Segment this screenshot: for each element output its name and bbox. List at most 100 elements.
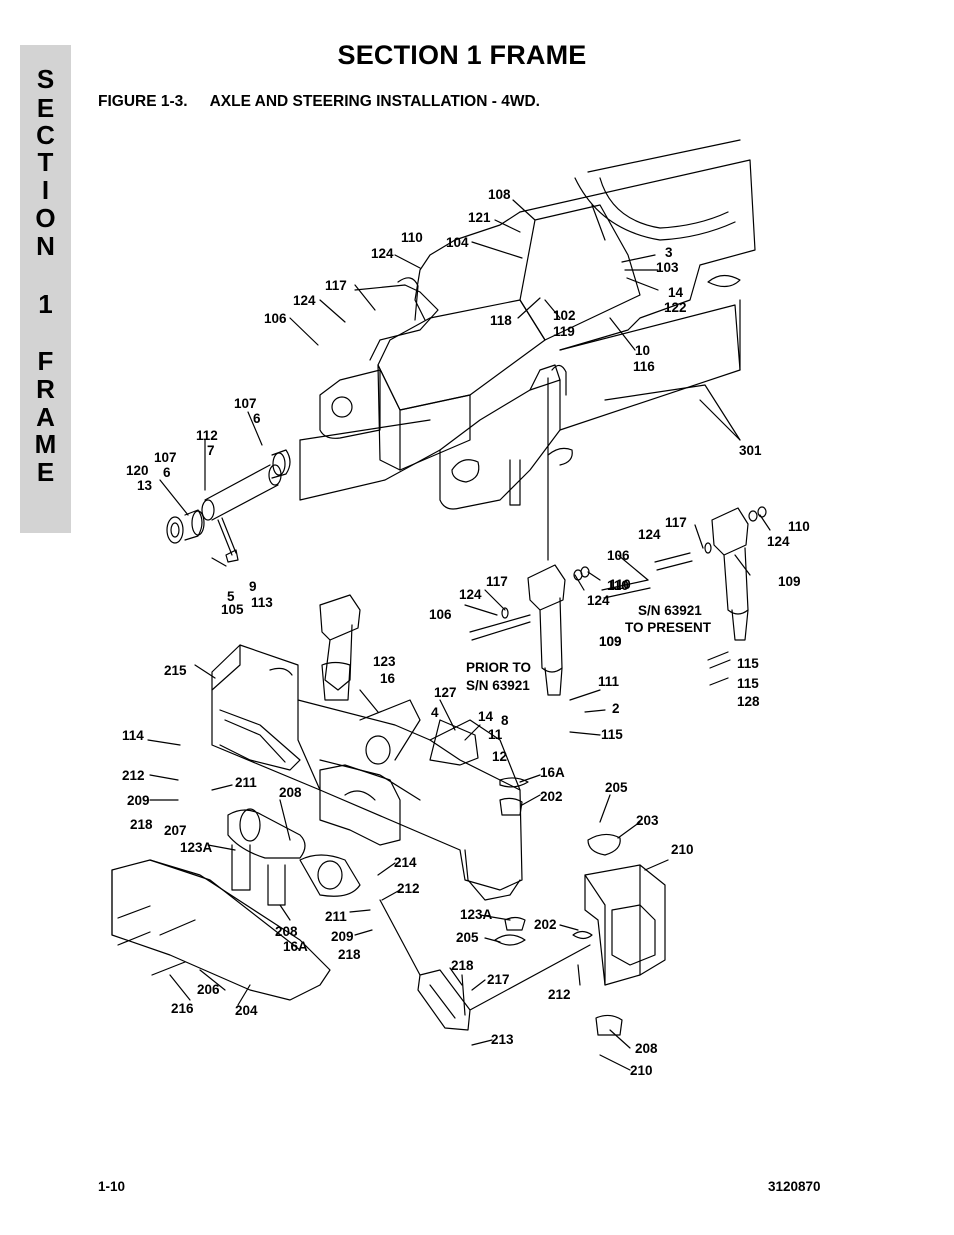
part-callout-label: 210 [671, 842, 694, 857]
part-callout-label: 11 [488, 727, 503, 742]
part-callout-label: 208 [275, 924, 298, 939]
side-tab-letter: S [36, 64, 55, 94]
axle-pivot-pins [166, 449, 291, 567]
part-callout-label: 123 [373, 654, 396, 669]
part-callout-label: 14 [668, 285, 684, 300]
part-callout-label: 202 [540, 789, 563, 804]
part-callout-label: 16A [283, 939, 308, 954]
part-callout-label: 6 [253, 411, 261, 426]
side-tab-letter: I [41, 175, 50, 205]
part-callout-label: 12 [492, 749, 507, 764]
part-callout-label: 111 [598, 674, 620, 689]
side-tab-letter: R [36, 374, 55, 404]
part-callout-label: 109 [778, 574, 801, 589]
part-callout-label: 122 [664, 300, 687, 315]
drive-guard [111, 859, 331, 1001]
part-callout-label: 215 [164, 663, 187, 678]
part-callout-label: 119 [553, 324, 575, 339]
part-callout-label: 110 [609, 577, 631, 592]
part-callout-label: 116 [633, 359, 655, 374]
part-callout-label: PRIOR TO [466, 660, 531, 675]
part-callout-label: 107 [154, 450, 177, 465]
figure-caption: AXLE AND STEERING INSTALLATION - 4WD. [209, 93, 540, 110]
side-tab-letter: 1 [38, 289, 53, 319]
document-number: 3120870 [768, 1179, 821, 1194]
part-callout-label: 120 [126, 463, 149, 478]
part-callout-label: 2 [612, 701, 620, 716]
leader-lines [147, 199, 771, 1071]
part-callout-label: 110 [607, 578, 629, 593]
part-callout-label: 106 [264, 311, 287, 326]
part-callout-label: 121 [468, 210, 491, 225]
page-title: SECTION 1 FRAME [337, 40, 587, 70]
part-callout-label: 113 [251, 595, 273, 610]
steering-cylinder-center [469, 564, 651, 696]
part-callout-label: 106 [429, 607, 452, 622]
page-number: 1-10 [98, 1179, 126, 1194]
part-callout-label: 212 [122, 768, 145, 783]
side-tab-letter: E [36, 457, 55, 487]
part-callout-label: 209 [127, 793, 150, 808]
part-callout-label: 109 [599, 634, 622, 649]
part-callout-label: 4 [431, 705, 439, 720]
part-callout-label: 301 [739, 443, 762, 458]
part-callout-label: 205 [605, 780, 628, 795]
side-tab-letter: A [36, 402, 55, 432]
part-callout-label: 10 [635, 343, 650, 358]
part-callout-label: 13 [137, 478, 153, 493]
part-callout-label: 203 [0, 0, 23, 3]
part-callout-label: 115 [601, 727, 623, 742]
part-callout-label: 118 [490, 313, 512, 328]
part-callout-label: 204 [235, 1003, 258, 1018]
part-callout-label: 203 [636, 813, 659, 828]
part-callout-label: 102 [553, 308, 576, 323]
part-callout-label: 103 [656, 260, 679, 275]
part-callout-label: 205 [456, 930, 479, 945]
figure-title: FIGURE 1-3. AXLE AND STEERING INSTALLATIO… [98, 93, 540, 111]
part-callout-label: 124 [459, 587, 482, 602]
part-callout-label: 117 [325, 278, 347, 293]
part-callout-label: 211 [235, 775, 257, 790]
side-tab-letter: T [37, 147, 54, 177]
part-callout-label: 112 [196, 428, 218, 443]
part-callout-label: 104 [446, 235, 469, 250]
steering-cylinder-right [654, 506, 767, 686]
part-callout-label: 105 [221, 602, 244, 617]
part-callout-label: 107 [234, 396, 257, 411]
part-callout-label: 117 [665, 515, 687, 530]
part-callout-label: 209 [331, 929, 354, 944]
part-callout-label: 6 [163, 465, 171, 480]
part-callout-label: 8 [501, 713, 509, 728]
part-callout-label: 9 [249, 579, 257, 594]
part-callout-label: 218 [451, 958, 474, 973]
part-callout-label: 16 [380, 671, 396, 686]
part-callout-label: 124 [638, 527, 661, 542]
side-tab-letter: N [36, 231, 55, 261]
part-callout-label: TO PRESENT [625, 620, 712, 635]
part-callout-label: 5 [227, 589, 235, 604]
part-callout-label: 110 [401, 230, 423, 245]
part-callout-label: 124 [371, 246, 394, 261]
part-callout-label: 212 [548, 987, 571, 1002]
steering-knuckle [572, 833, 666, 1036]
side-tab-letter: F [37, 346, 54, 376]
part-callout-label: 16A [540, 765, 565, 780]
frame-assembly [299, 139, 756, 561]
part-callout-label: 218 [130, 817, 153, 832]
side-tab-letter: C [36, 120, 55, 150]
part-callout-label: 214 [394, 855, 417, 870]
part-callout-label: 114 [122, 728, 144, 743]
part-callout-label: 115 [737, 676, 759, 691]
part-callout-label: 106 [607, 548, 630, 563]
part-callout-label: 217 [487, 972, 510, 987]
part-callout-label: 14 [478, 709, 494, 724]
part-callout-label: 212 [397, 881, 420, 896]
part-callout-label: 123A [180, 840, 213, 855]
part-callout-label: S/N 63921 [466, 678, 530, 693]
part-callout-label: 208 [279, 785, 302, 800]
part-callout-label: 110 [788, 519, 810, 534]
figure-number: FIGURE 1-3. [98, 93, 188, 110]
axle-assembly [211, 644, 529, 946]
